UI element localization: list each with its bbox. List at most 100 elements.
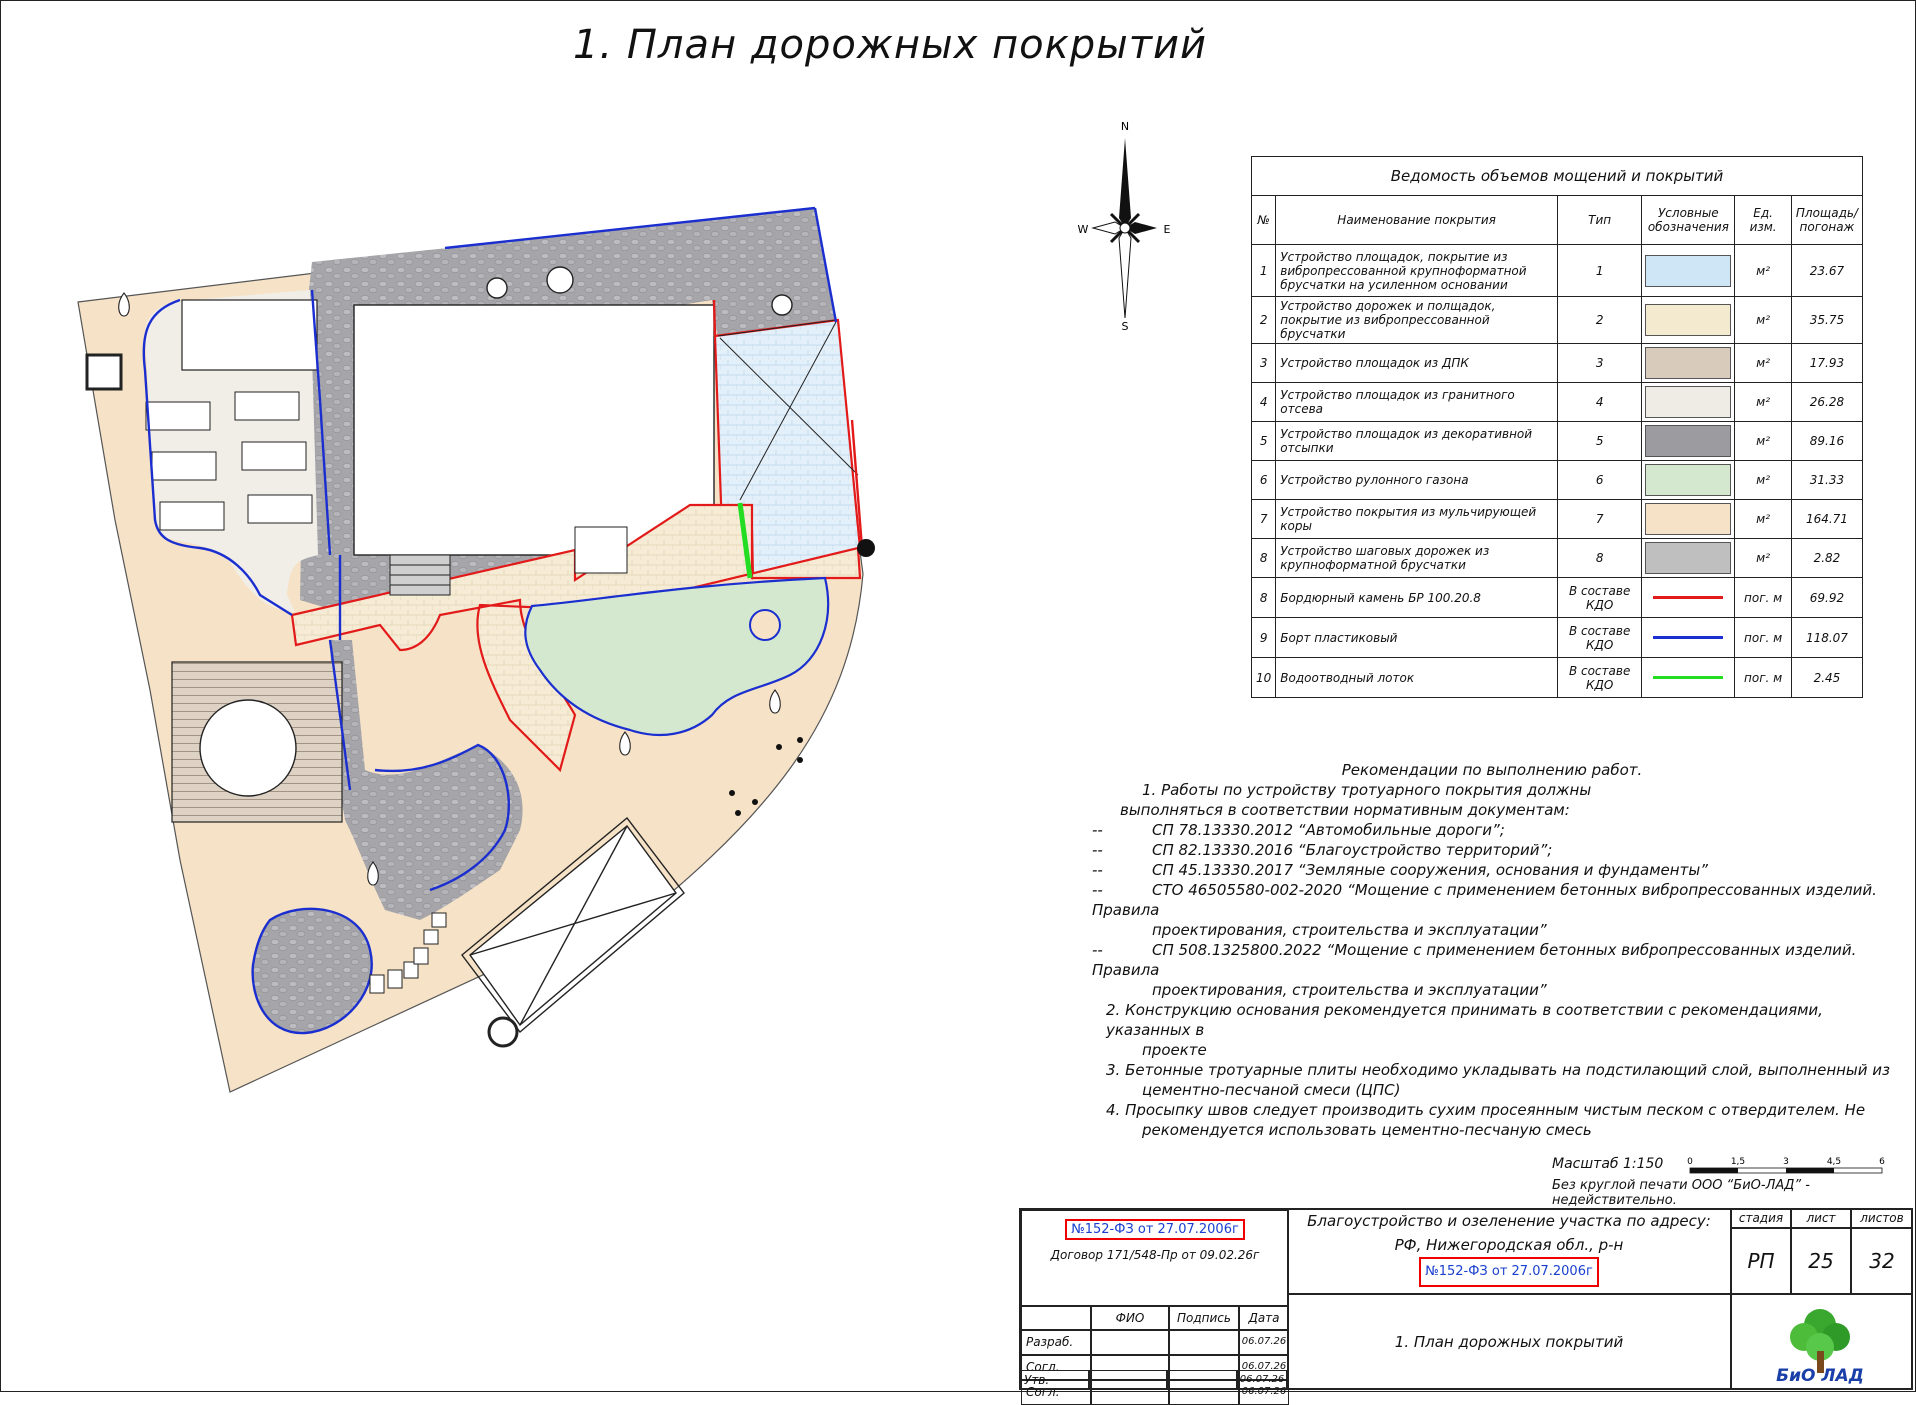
- legend-row-type: 6: [1556, 460, 1643, 500]
- legend-row-area: 2.82: [1790, 538, 1864, 578]
- rec-d1: СП 78.13330.2012 “Автомобильные дороги”;: [1152, 821, 1505, 839]
- sheet-value: 25: [1791, 1228, 1851, 1294]
- legend-row-symbol: [1641, 657, 1736, 698]
- tb-law-cell: №152-ФЗ от 27.07.2006г Договор 171/548-П…: [1021, 1210, 1289, 1306]
- address-line-2: РФ, Нижегородская обл., р-н: [1394, 1236, 1624, 1254]
- sheet-label: лист: [1791, 1208, 1851, 1228]
- rec-d4a: СТО 46505580-002-2020 “Мощение с примене…: [1092, 881, 1877, 919]
- legend-row-area: 118.07: [1790, 617, 1864, 658]
- legend-row-num: 5: [1250, 421, 1277, 461]
- legend-row-num: 4: [1250, 382, 1277, 422]
- legend-row-name: Устройство площадок из декоративной отсы…: [1275, 421, 1558, 461]
- col-fio: ФИО: [1091, 1306, 1169, 1330]
- gazebo: [461, 816, 685, 1034]
- legend-header-unit: Ед. изм.: [1734, 195, 1792, 245]
- legend-row-area: 17.93: [1790, 343, 1864, 383]
- legend-swatch: [1645, 464, 1732, 496]
- legend-swatch: [1645, 503, 1732, 535]
- scale-bar: 0 1,5 3 4,5 6: [1687, 1157, 1885, 1174]
- legend-row-unit: пог. м: [1734, 657, 1792, 698]
- coverage-legend-table: Ведомость объемов мощений и покрытий № Н…: [1250, 156, 1864, 698]
- legend-row-unit: м²: [1734, 382, 1792, 422]
- work-recommendations: Рекомендации по выполнению работ. 1. Раб…: [1092, 760, 1912, 1140]
- rec-3b: цементно-песчаной смеси (ЦПС): [1142, 1081, 1401, 1099]
- legend-row-type: 1: [1556, 244, 1643, 297]
- legend-row-name: Устройство шаговых дорожек из крупноформ…: [1275, 538, 1558, 578]
- house-footprint: [353, 304, 715, 556]
- legend-row-symbol: [1641, 421, 1736, 461]
- rec-d4b: проектирования, строительства и эксплуат…: [1152, 921, 1547, 939]
- legend-row-type: В составе КДО: [1556, 577, 1643, 618]
- legend-row-symbol: [1641, 538, 1736, 578]
- rec-3a: 3. Бетонные тротуарные плиты необходимо …: [1106, 1061, 1891, 1079]
- legend-row-area: 35.75: [1790, 296, 1864, 344]
- legend-header-type: Тип: [1556, 195, 1643, 245]
- legend-swatch: [1653, 636, 1724, 639]
- date-approved: 06.07.26: [1237, 1370, 1287, 1390]
- legend-row-unit: м²: [1734, 460, 1792, 500]
- legend-row-unit: пог. м: [1734, 577, 1792, 618]
- legend-row-area: 2.45: [1790, 657, 1864, 698]
- recommendations-title: Рекомендации по выполнению работ.: [1341, 761, 1643, 779]
- legend-row-name: Борт пластиковый: [1275, 617, 1558, 658]
- legend-row-unit: м²: [1734, 421, 1792, 461]
- date-developer: 06.07.26: [1239, 1330, 1289, 1355]
- paver-path: [290, 503, 862, 773]
- tb-last-row: Утв. 06.07.26: [1019, 1370, 1913, 1390]
- legend-row-name: Бордюрный камень БР 100.20.8: [1275, 577, 1558, 618]
- legend-row-num: 2: [1250, 296, 1277, 344]
- legend-swatch: [1645, 304, 1732, 336]
- legend-row-name: Устройство площадок из ДПК: [1275, 343, 1558, 383]
- col-signature: Подпись: [1169, 1306, 1239, 1330]
- rec-2b: проекте: [1142, 1041, 1207, 1059]
- compass-s-label: S: [1122, 320, 1129, 333]
- legend-row-area: 164.71: [1790, 499, 1864, 539]
- legend-header-num: №: [1250, 195, 1277, 245]
- legend-row-name: Устройство рулонного газона: [1275, 460, 1558, 500]
- legend-swatch: [1645, 386, 1732, 418]
- legend-row-area: 23.67: [1790, 244, 1864, 297]
- tb-address-cell: Благоустройство и озеленение участка по …: [1287, 1208, 1731, 1294]
- legend-row-num: 8: [1250, 577, 1277, 618]
- legend-row-unit: м²: [1734, 296, 1792, 344]
- legend-row-num: 8: [1250, 538, 1277, 578]
- legend-row-name: Водоотводный лоток: [1275, 657, 1558, 698]
- scale-tick-4: 6: [1879, 1157, 1885, 1167]
- legend-row-symbol: [1641, 343, 1736, 383]
- stage-value: РП: [1731, 1228, 1791, 1294]
- legend-row-name: Устройство покрытия из мульчирующей коры: [1275, 499, 1558, 539]
- scale-label: Масштаб 1:150: [1552, 1156, 1664, 1172]
- scale-tick-2: 3: [1783, 1157, 1789, 1167]
- contract-number: Договор 171/548-Пр от 09.02.26г: [1050, 1248, 1260, 1262]
- sheet-name: 1. План дорожных покрытий: [1287, 1294, 1731, 1390]
- site-plan: [77, 206, 875, 1093]
- dash: --: [1092, 841, 1103, 859]
- legend-swatch: [1645, 254, 1732, 287]
- legend-row-unit: м²: [1734, 343, 1792, 383]
- rec-d2: СП 82.13330.2016 “Благоустройство террит…: [1152, 841, 1553, 859]
- sheets-label: листов: [1851, 1208, 1913, 1228]
- compass-e-label: E: [1164, 223, 1171, 236]
- drainage-channel: [737, 502, 753, 579]
- col-date: Дата: [1239, 1306, 1289, 1330]
- rec-1a: 1. Работы по устройству тротуарного покр…: [1142, 781, 1592, 799]
- legend-row-name: Устройство площадок, покрытие из вибропр…: [1275, 244, 1558, 297]
- scale-tick-0: 0: [1687, 1157, 1693, 1167]
- legend-row-type: 2: [1556, 296, 1643, 344]
- dash: --: [1092, 881, 1103, 899]
- legend-row-area: 69.92: [1790, 577, 1864, 618]
- sheets-value: 32: [1851, 1228, 1913, 1294]
- legend-row-symbol: [1641, 577, 1736, 618]
- legend-header-name: Наименование покрытия: [1275, 195, 1558, 245]
- legend-row-num: 7: [1250, 499, 1277, 539]
- legend-swatch: [1653, 596, 1724, 599]
- legend-row-num: 3: [1250, 343, 1277, 383]
- north-arrow: N S W E: [1078, 120, 1171, 333]
- legend-header-symbol: Условные обозначения: [1641, 195, 1736, 245]
- legend-row-num: 10: [1250, 657, 1277, 698]
